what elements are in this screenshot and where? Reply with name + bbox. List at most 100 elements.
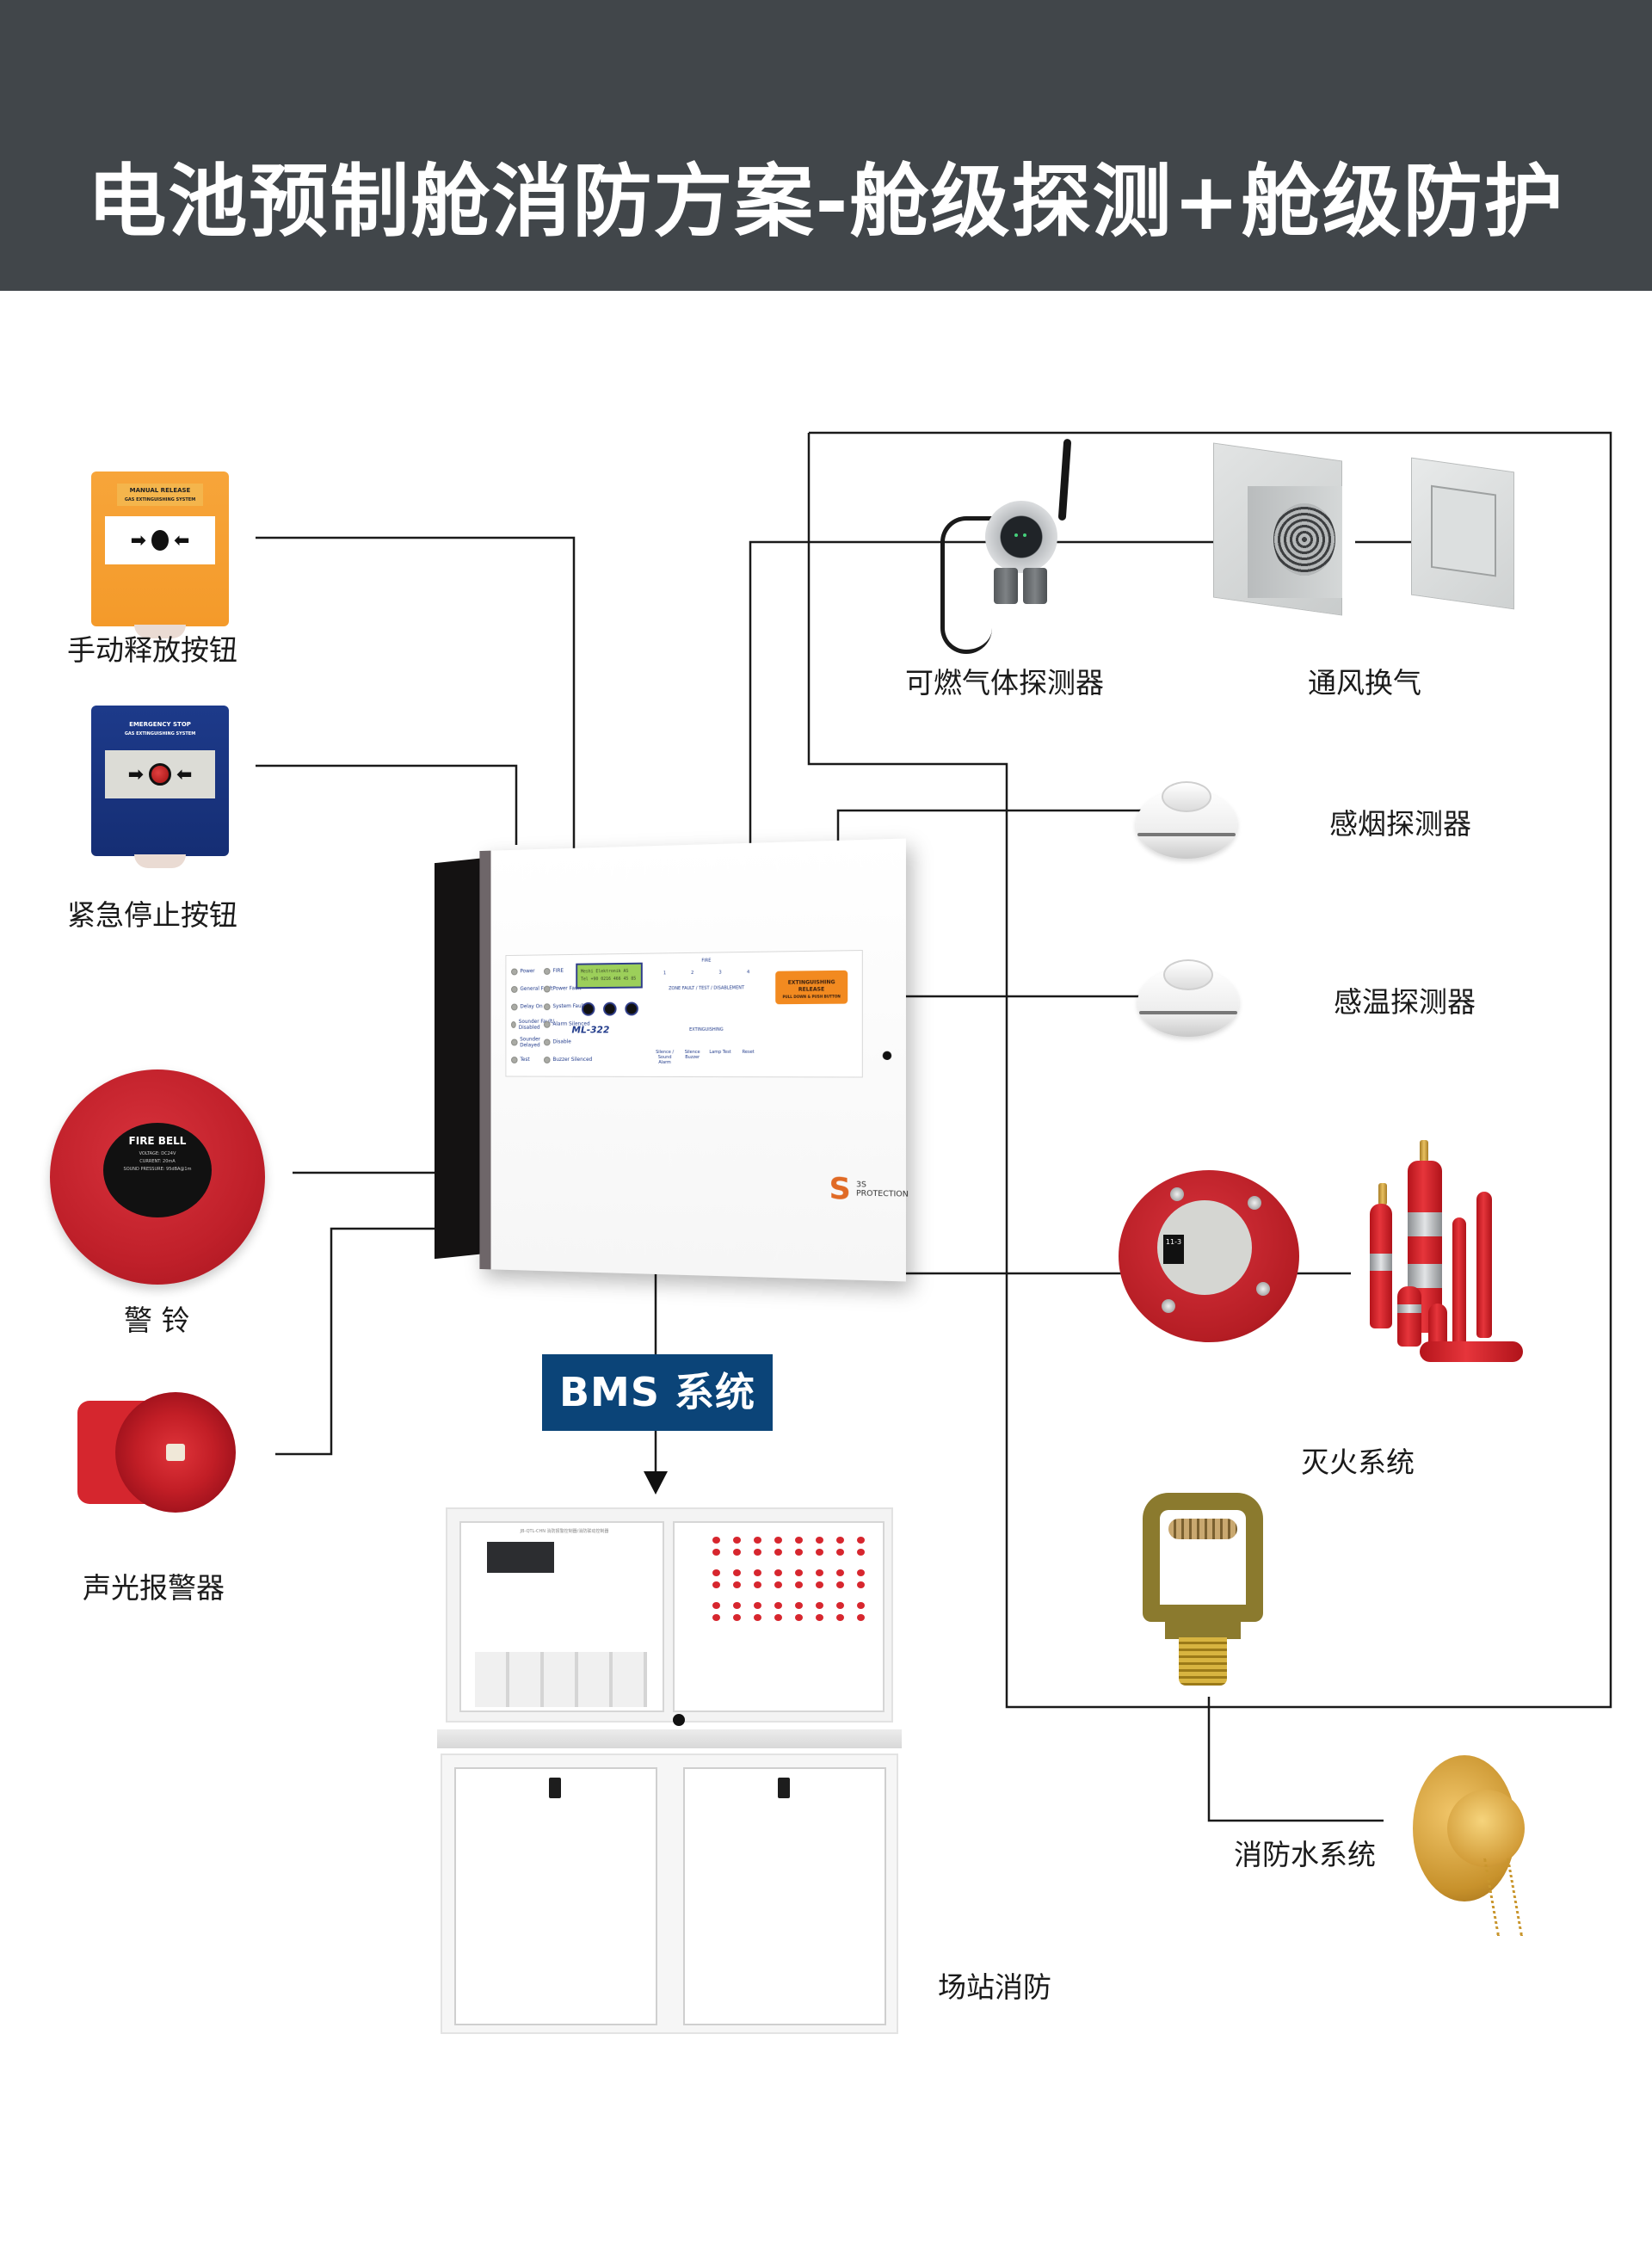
console-desk-ledge <box>437 1729 902 1748</box>
fire-control-panel: Power General Fault Delay On Sounder Fau… <box>479 839 906 1282</box>
control-button-icon <box>712 1614 720 1621</box>
emergency-stop-label: 紧急停止按钮 <box>67 898 237 933</box>
led-label: Delay On <box>520 1003 542 1009</box>
press-window: ➡ ⬅ <box>105 516 215 564</box>
fire-bell-image: FIRE BELL VOLTAGE: DC24V CURRENT: 20mA S… <box>50 1069 265 1285</box>
vent-louver-image <box>1411 465 1523 619</box>
control-button-icon <box>836 1614 844 1621</box>
gas-detector-body <box>985 501 1057 573</box>
control-button-icon <box>754 1602 761 1609</box>
release-cover-hint: PULL DOWN & PUSH BUTTON <box>775 993 848 1001</box>
console-lock-icon <box>673 1714 685 1726</box>
zone-indicator-grid: FIRE 1 2 3 4 ZONE FAULT / TEST / DISABLE… <box>651 958 762 1065</box>
arrow-left-icon: ⬅ <box>176 764 192 786</box>
brand-name: 3S PROTECTION <box>856 1180 909 1199</box>
console-upper-cabinet: JB-QTL-CHN 消防报警控制器/消防联动控制器 <box>446 1507 893 1723</box>
zone-number: 4 <box>747 970 749 975</box>
heat-detector-image <box>1137 959 1239 1044</box>
control-button-icon <box>733 1602 741 1609</box>
led-icon <box>544 1020 551 1027</box>
plate-title: MANUAL RELEASE <box>117 486 203 496</box>
control-button-icon <box>795 1581 803 1588</box>
release-cover-title: EXTINGUISHING RELEASE <box>775 979 848 994</box>
fire-bell-label: 警 铃 <box>124 1304 190 1338</box>
cabinet-door-right <box>683 1767 886 2025</box>
panel-button-label: Lamp Test <box>708 1050 732 1065</box>
sprinkler-deflector <box>1168 1519 1237 1539</box>
console-lower-cabinet <box>441 1754 898 2034</box>
stop-button-icon <box>149 763 171 786</box>
led-icon <box>511 968 518 975</box>
manual-release-button-image: MANUAL RELEASE GAS EXTINGUISHING SYSTEM … <box>91 472 229 626</box>
lcd-line-2: Tel +90 0216 466 45 85 <box>581 976 638 984</box>
control-button-icon <box>774 1614 782 1621</box>
control-button-icon <box>774 1549 782 1556</box>
door-handle-icon <box>549 1778 561 1798</box>
bell-spec-voltage: VOLTAGE: DC24V <box>103 1150 212 1158</box>
bolt-icon <box>1248 1196 1261 1210</box>
lcd-display: Meshi Elektronik AS Tel +90 0216 466 45 … <box>576 963 643 989</box>
actuator-tag: 11-3 <box>1163 1235 1184 1264</box>
zone-fault-header: ZONE FAULT / TEST / DISABLEMENT <box>651 985 762 991</box>
wire-water-system <box>1209 1697 1384 1821</box>
panel-model: ML-322 <box>571 1024 609 1035</box>
led-icon <box>511 1039 517 1045</box>
power-cable <box>940 516 992 654</box>
bolt-icon <box>1162 1299 1175 1313</box>
control-button-icon <box>733 1614 741 1621</box>
control-button-icon <box>857 1549 865 1556</box>
cylinder-band <box>1408 1264 1442 1288</box>
wire-emergency-stop <box>256 766 516 845</box>
bolt-icon <box>1170 1187 1184 1201</box>
control-button-icon <box>836 1602 844 1609</box>
antenna-icon <box>1058 439 1072 521</box>
sounder-strobe-label: 声光报警器 <box>83 1571 225 1606</box>
cylinder <box>1476 1192 1492 1338</box>
led-label: System Fault <box>552 1003 584 1009</box>
zone-number-row: 1 2 3 4 <box>651 970 762 977</box>
control-button-icon <box>754 1614 761 1621</box>
heat-detector-label: 感温探测器 <box>1334 985 1476 1020</box>
water-system-label: 消防水系统 <box>1234 1838 1376 1872</box>
control-button-icon <box>795 1569 803 1576</box>
sprinkler-base <box>1165 1613 1241 1639</box>
brand-mark-icon: S <box>829 1174 851 1205</box>
manual-release-label: 手动释放按钮 <box>67 633 237 668</box>
vent-opening <box>1431 485 1496 577</box>
cylinder-valve <box>1378 1183 1387 1205</box>
sensor-port <box>994 568 1018 604</box>
fan-grill-icon <box>1273 503 1335 576</box>
panel-button-row: Silence / Sound Alarm Silence Buzzer Lam… <box>651 1050 762 1065</box>
cylinder <box>1452 1217 1466 1347</box>
control-button-icon <box>816 1549 823 1556</box>
control-button-icon <box>712 1581 720 1588</box>
arrow-right-icon: ➡ <box>131 530 146 552</box>
led-label: Buzzer Silenced <box>552 1057 592 1063</box>
control-button-icon <box>712 1569 720 1576</box>
left-arrow-button <box>582 1002 595 1016</box>
control-button-icon <box>733 1581 741 1588</box>
control-panel-side <box>435 858 486 1259</box>
plate-title: EMERGENCY STOP <box>117 720 203 730</box>
control-button-icon <box>733 1549 741 1556</box>
press-point-icon <box>151 530 169 551</box>
sprinkler-head-image <box>1134 1493 1272 1691</box>
control-button-icon <box>795 1602 803 1609</box>
gas-detector-label: 可燃气体探测器 <box>905 666 1104 700</box>
led-label: Disable <box>552 1039 570 1045</box>
cylinder-horizontal <box>1420 1341 1523 1362</box>
manual-release-plate: MANUAL RELEASE GAS EXTINGUISHING SYSTEM <box>117 484 203 506</box>
led-label: Test <box>520 1057 529 1063</box>
control-button-icon <box>795 1549 803 1556</box>
led-icon <box>544 985 551 992</box>
plate-subtitle: GAS EXTINGUISHING SYSTEM <box>117 730 203 739</box>
detector-cap <box>1162 781 1211 812</box>
control-button-icon <box>712 1549 720 1556</box>
hinge-tab <box>134 854 186 868</box>
led-label: Power <box>520 968 534 974</box>
cylinder-band <box>1408 1212 1442 1236</box>
press-window: ➡ ⬅ <box>105 750 215 798</box>
arrow-left-icon: ⬅ <box>174 530 189 552</box>
station-fire-console-image: JB-QTL-CHN 消防报警控制器/消防联动控制器 <box>437 1507 902 2034</box>
zone-number: 2 <box>691 971 693 976</box>
